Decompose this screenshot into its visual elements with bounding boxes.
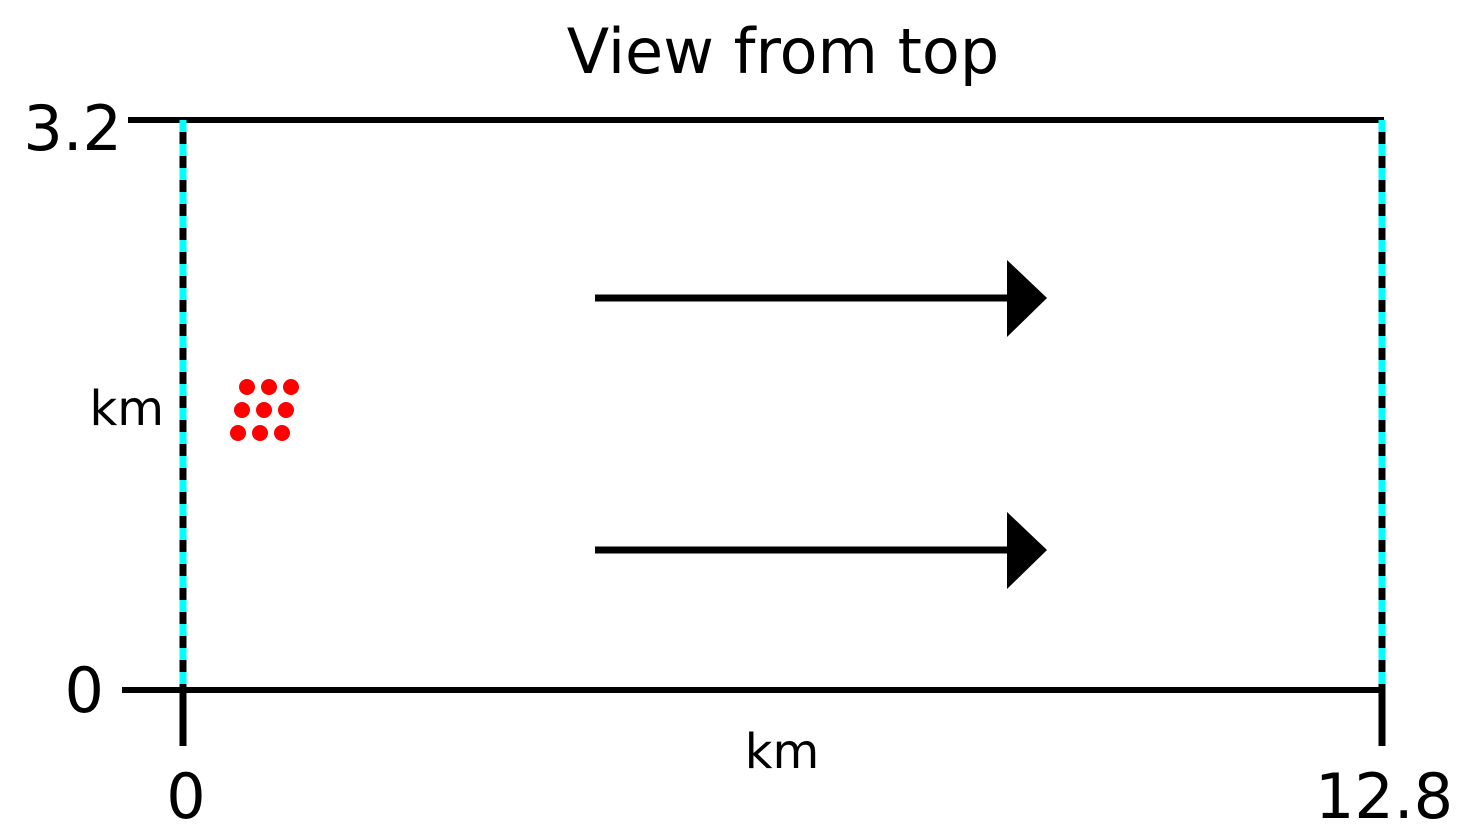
x-tick-12-8: 12.8: [1315, 760, 1453, 833]
x-axis-label: km: [745, 724, 820, 780]
y-tick-0: 0: [65, 654, 104, 727]
turbine: [256, 402, 272, 418]
turbine: [261, 379, 277, 395]
turbine: [274, 425, 290, 441]
flow-arrow-upper: [595, 260, 1047, 337]
diagram-title: View from top: [567, 15, 999, 88]
turbine: [234, 402, 250, 418]
x-tick-0: 0: [166, 760, 205, 833]
y-axis-label: km: [89, 381, 164, 437]
turbine: [239, 379, 255, 395]
turbine: [252, 425, 268, 441]
y-tick-3-2: 3.2: [23, 92, 122, 165]
turbine: [230, 425, 246, 441]
turbine-array: [230, 379, 299, 441]
turbine: [278, 402, 294, 418]
turbine: [283, 379, 299, 395]
flow-arrow-lower: [595, 512, 1047, 589]
